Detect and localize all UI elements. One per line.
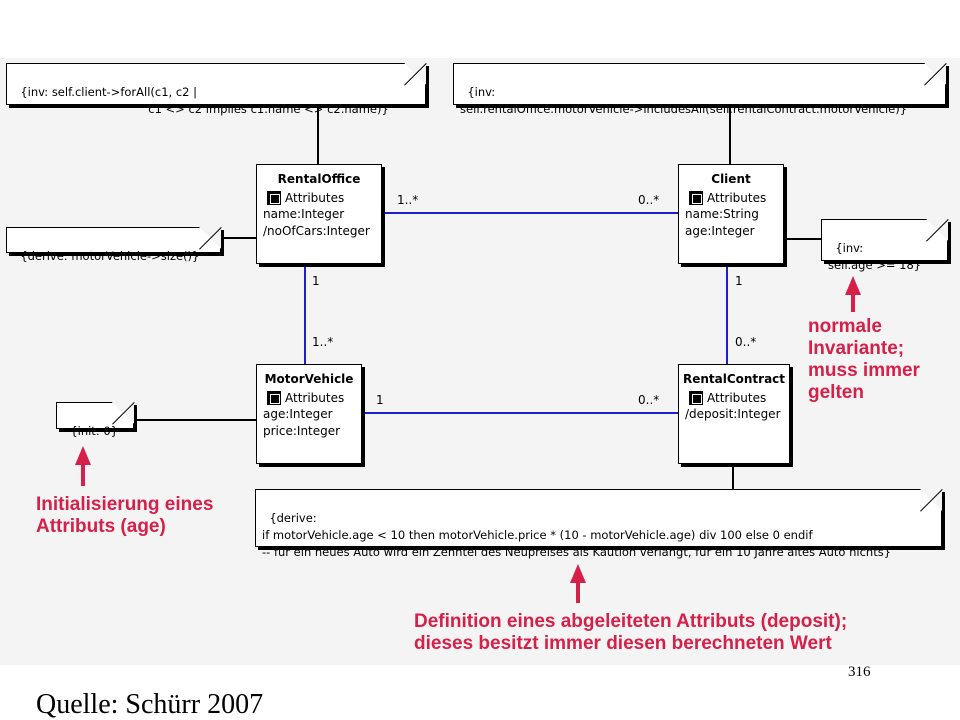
- note-derive-deposit: {derive: if motorVehicle.age < 10 then m…: [255, 489, 942, 559]
- note-inv-rental-office: {inv: self.rentalOffice.motorVehicle->in…: [453, 63, 946, 116]
- annotation-derived-attribute: Definition eines abgeleiteten Attributs …: [414, 611, 848, 654]
- annotation-normal-invariant: normale Invariante; muss immer gelten: [808, 316, 920, 403]
- page-number: 316: [848, 664, 871, 680]
- note-inv-age: {inv: self.age >= 18}: [821, 219, 948, 272]
- multiplicity-label: 1..*: [397, 193, 419, 207]
- attribute: age:Integer: [685, 224, 755, 238]
- attribute: price:Integer: [263, 424, 341, 438]
- multiplicity-label: 1: [312, 274, 320, 288]
- class-name: RentalOffice: [277, 172, 361, 186]
- multiplicity-label: 1..*: [312, 335, 334, 349]
- arrow-up-icon-init: [75, 446, 91, 486]
- attributes-compartment: Attributes: [679, 189, 783, 206]
- multiplicity-label: 0..*: [735, 335, 757, 349]
- multiplicity-label: 0..*: [638, 393, 660, 407]
- class-rental-office[interactable]: RentalOffice Attributes name:Integer /no…: [256, 164, 382, 264]
- attributes-compartment: Attributes: [257, 189, 381, 206]
- attribute: age:Integer: [263, 407, 333, 421]
- multiplicity-label: 1: [376, 393, 384, 407]
- arrow-up-icon-derived: [570, 564, 586, 603]
- note-derive-no-of-cars: {derive: motorVehicle->size()}: [6, 227, 221, 263]
- attribute: name:String: [685, 207, 759, 221]
- note-init-age: {init: 0}: [56, 402, 134, 438]
- source-citation: Quelle: Schürr 2007: [36, 689, 264, 720]
- compartment-toggle-icon[interactable]: [267, 190, 281, 205]
- attribute: /noOfCars:Integer: [263, 224, 370, 238]
- class-motor-vehicle[interactable]: MotorVehicle Attributes age:Integer pric…: [256, 364, 362, 464]
- class-client[interactable]: Client Attributes name:String age:Intege…: [678, 164, 784, 264]
- class-rental-contract[interactable]: RentalContract Attributes /deposit:Integ…: [678, 364, 790, 464]
- attribute: name:Integer: [263, 207, 345, 221]
- note-inv-client: {inv: self.client->forAll(c1, c2 | c1 <>…: [6, 63, 426, 116]
- class-name: MotorVehicle: [264, 372, 354, 386]
- class-name: RentalContract: [682, 372, 786, 386]
- diagram-canvas: [0, 58, 960, 665]
- compartment-toggle-icon[interactable]: [267, 390, 281, 405]
- annotation-initialization: Initialisierung eines Attributs (age): [36, 494, 214, 537]
- multiplicity-label: 0..*: [638, 193, 660, 207]
- class-name: Client: [711, 172, 751, 186]
- attributes-compartment: Attributes: [679, 389, 789, 406]
- attributes-compartment: Attributes: [257, 389, 361, 406]
- compartment-toggle-icon[interactable]: [689, 390, 703, 405]
- multiplicity-label: 1: [735, 274, 743, 288]
- compartment-toggle-icon[interactable]: [689, 190, 703, 205]
- arrow-up-icon-invariant: [845, 276, 861, 312]
- attribute: /deposit:Integer: [685, 407, 781, 421]
